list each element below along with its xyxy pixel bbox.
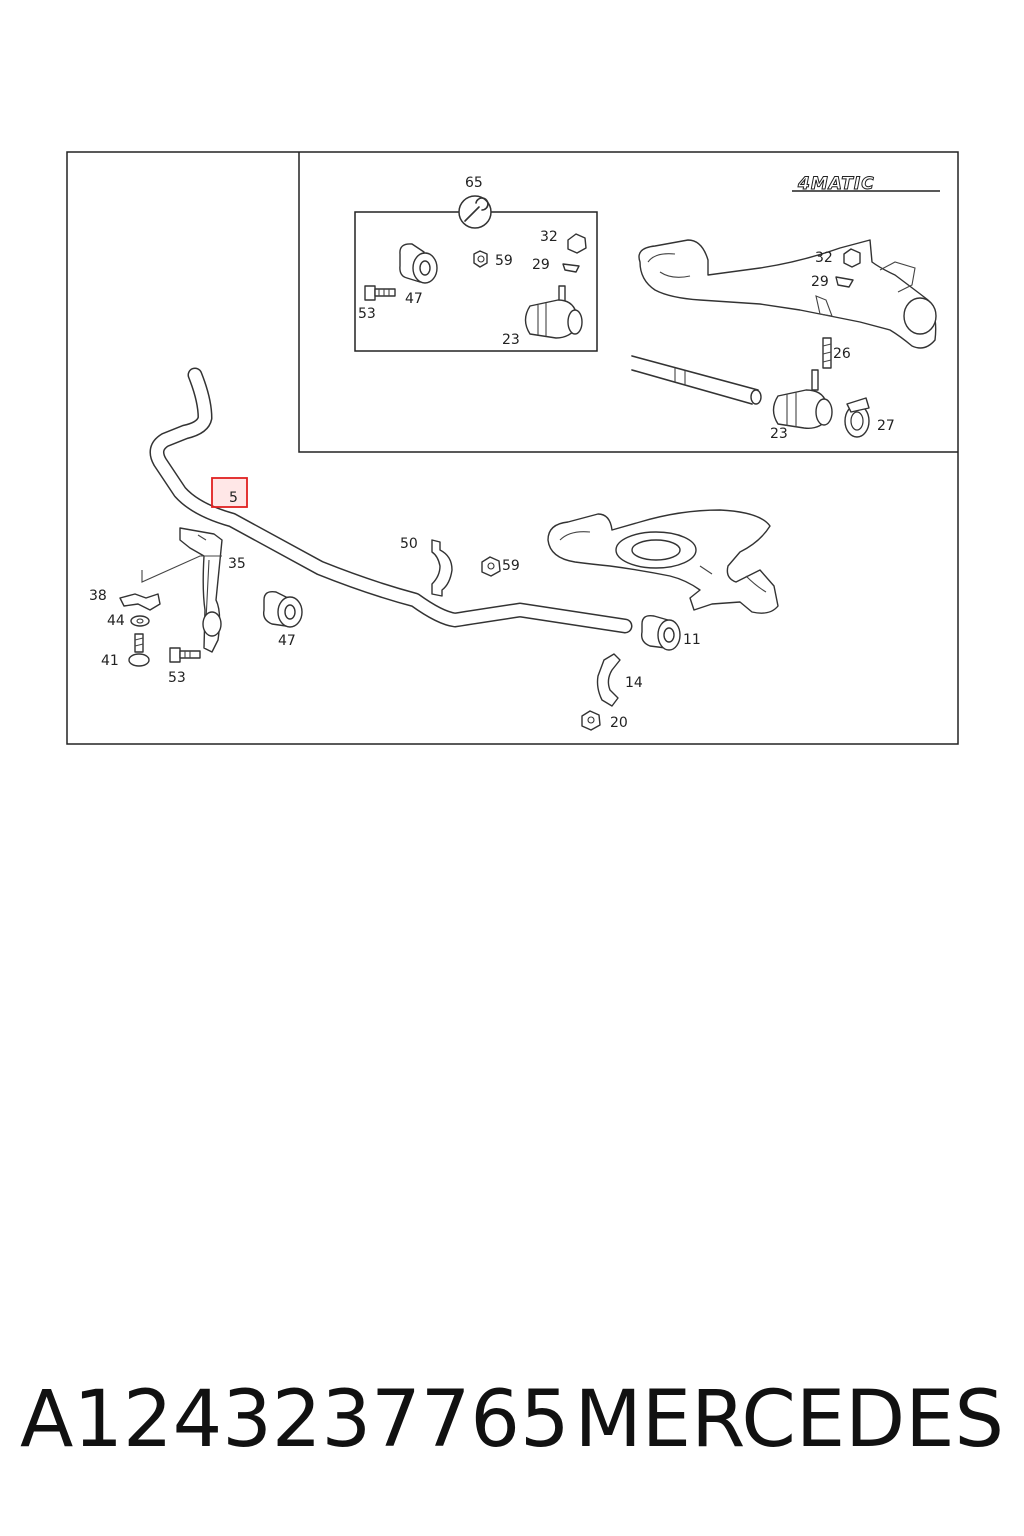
inset-frame [298,152,958,453]
half-clamp-50 [431,539,453,597]
callout-29: 29 [532,257,550,273]
wrench-icon [458,195,492,229]
bolt-53-inset [364,285,396,301]
callout-32: 32 [540,229,558,245]
callout-26: 26 [833,346,851,362]
part-number: A1243237765 [20,1375,570,1465]
control-arm-inset [638,239,937,349]
half-clamp-14 [596,653,621,707]
nut-20 [581,710,601,731]
bolt-41 [128,633,150,667]
diagram-frame [66,151,959,745]
clip-38 [119,593,161,611]
callout-53: 53 [358,306,376,322]
callout-5: 5 [229,490,238,506]
ball-joint-23-outer [772,369,833,429]
4matic-badge: 4MATIC [792,174,940,195]
callout-44: 44 [107,613,125,629]
callout-41: 41 [101,653,119,669]
callout-50: 50 [400,536,418,552]
washer-29-inset [562,263,580,273]
callout-35: 35 [228,556,246,572]
callout-59: 59 [502,558,520,574]
stud-26 [822,337,832,369]
callout-20: 20 [610,715,628,731]
callout-27: 27 [877,418,895,434]
control-arm-main [547,509,779,614]
bushing-47-inset [399,243,438,284]
bushing-47-main [262,590,303,628]
highlight-box [211,477,248,508]
callout-11: 11 [683,632,701,648]
callout-23: 23 [502,332,520,348]
callout-59: 59 [495,253,513,269]
stabilizer-end-inset [631,355,762,405]
clamp-27 [844,397,870,438]
callout-65: 65 [465,175,483,191]
brand-name: MERCEDES [574,1375,1005,1465]
ball-joint-23-inset [524,285,583,339]
callout-14: 14 [625,675,643,691]
nut-59-inset [473,250,488,268]
4matic-badge-text: 4MATIC [797,174,875,194]
callout-29: 29 [811,274,829,290]
bushing-11 [640,614,681,651]
footer: A1243237765 MERCEDES [20,1370,1004,1470]
leader-35 [141,555,222,583]
washer-44 [130,615,150,627]
callout-53: 53 [168,670,186,686]
nut-59-main [481,556,501,577]
nut-32-inset [567,233,587,254]
bolt-53-main [169,647,201,663]
stabilizer-bar [149,367,633,634]
callout-38: 38 [89,588,107,604]
callout-23: 23 [770,426,788,442]
callout-32: 32 [815,250,833,266]
callout-47: 47 [405,291,423,307]
callout-47: 47 [278,633,296,649]
parts-diagram: 4MATIC [66,151,959,745]
bracket-35 [179,527,223,653]
